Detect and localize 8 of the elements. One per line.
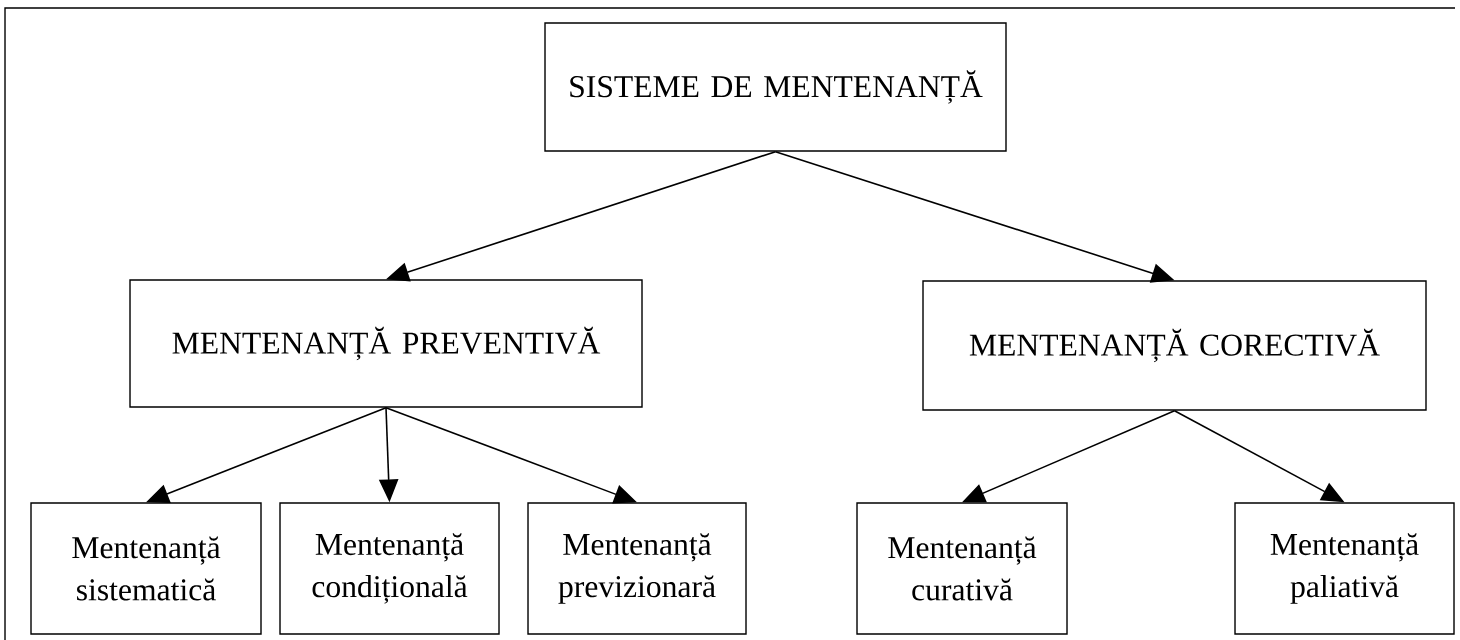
box: Mentenanță curativă: [856, 502, 1068, 635]
box: Mentenanță sistematică: [30, 502, 262, 635]
box: MENTENANȚĂ CORECTIVĂ: [922, 280, 1427, 411]
box: Mentenanță paliativă: [1234, 502, 1455, 635]
box: SISTEME DE MENTENANȚĂ: [544, 22, 1007, 152]
box: Mentenanță condițională: [279, 502, 500, 635]
box: MENTENANȚĂ PREVENTIVĂ: [129, 279, 643, 408]
box: Mentenanță previzionară: [527, 502, 747, 635]
